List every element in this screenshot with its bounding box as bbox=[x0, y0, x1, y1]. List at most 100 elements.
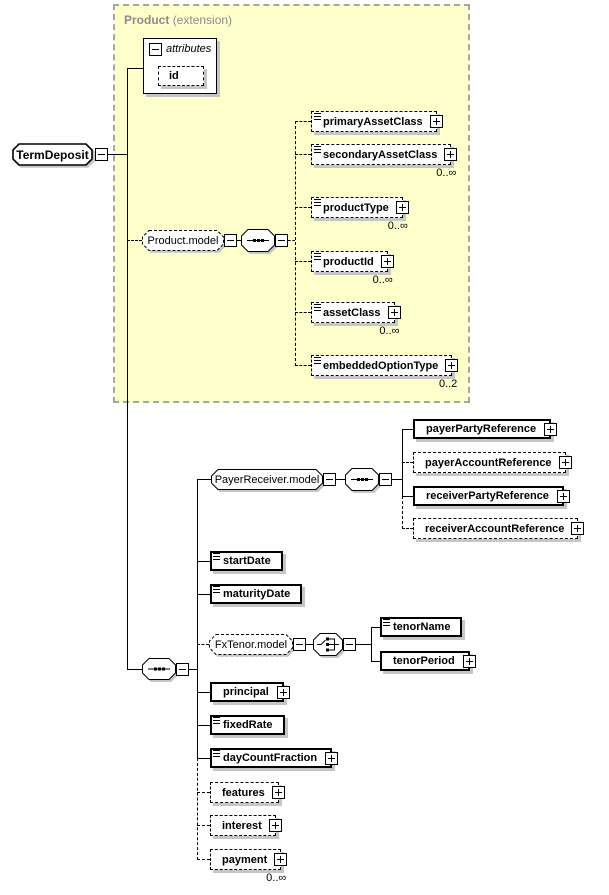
element-label: payment bbox=[222, 853, 268, 866]
annotation-icon bbox=[314, 253, 321, 260]
element-primaryassetclass[interactable]: primaryAssetClass bbox=[311, 111, 443, 132]
expand-icon[interactable] bbox=[325, 751, 339, 765]
attributes-panel: attributes id bbox=[143, 38, 217, 94]
sequence-icon bbox=[142, 658, 176, 680]
connector bbox=[295, 365, 311, 366]
expand-icon[interactable] bbox=[462, 654, 476, 668]
expand-icon[interactable] bbox=[556, 489, 570, 503]
connector bbox=[295, 121, 296, 366]
element-features[interactable]: features bbox=[210, 782, 285, 803]
expand-icon[interactable] bbox=[387, 306, 401, 319]
expand-icon[interactable] bbox=[429, 115, 443, 128]
element-producttype[interactable]: productType 0..∞ bbox=[311, 197, 409, 232]
element-payeraccountreference[interactable]: payerAccountReference bbox=[413, 452, 572, 473]
element-label: startDate bbox=[223, 555, 271, 567]
occurrence-label: 0..∞ bbox=[266, 872, 287, 884]
connector bbox=[197, 859, 210, 860]
element-embeddedoptiontype[interactable]: embeddedOptionType 0..2 bbox=[311, 355, 459, 390]
expand-icon[interactable] bbox=[268, 819, 282, 832]
connector bbox=[127, 669, 142, 670]
connector bbox=[402, 496, 403, 529]
element-shape bbox=[12, 143, 93, 166]
element-label: payerPartyReference bbox=[426, 423, 537, 435]
sequence-compositor[interactable] bbox=[241, 229, 275, 252]
element-assetclass[interactable]: assetClass 0..∞ bbox=[311, 302, 401, 337]
element-label: maturityDate bbox=[223, 588, 291, 600]
expand-icon[interactable] bbox=[380, 255, 394, 268]
connector bbox=[306, 644, 313, 645]
element-maturitydate[interactable]: maturityDate bbox=[210, 584, 303, 604]
annotation-icon bbox=[314, 304, 321, 311]
element-label: secondaryAssetClass bbox=[323, 148, 438, 161]
expand-icon[interactable] bbox=[571, 522, 585, 535]
expand-icon[interactable] bbox=[395, 201, 409, 214]
element-secondaryassetclass[interactable]: secondaryAssetClass 0..∞ bbox=[311, 144, 458, 179]
group-shape bbox=[142, 230, 224, 251]
element-label: productType bbox=[323, 201, 389, 214]
element-tenorperiod[interactable]: tenorPeriod bbox=[380, 651, 476, 671]
connector bbox=[295, 312, 311, 313]
expand-icon[interactable] bbox=[544, 422, 558, 436]
annotation-icon bbox=[314, 146, 321, 153]
collapse-icon[interactable] bbox=[149, 43, 162, 56]
collapse-icon[interactable] bbox=[293, 638, 306, 651]
collapse-icon[interactable] bbox=[176, 663, 189, 676]
element-label: receiverAccountReference bbox=[425, 522, 565, 535]
expand-icon[interactable] bbox=[444, 148, 458, 161]
expand-icon[interactable] bbox=[445, 359, 459, 372]
connector bbox=[371, 627, 372, 661]
attribute-id[interactable]: id bbox=[158, 66, 204, 86]
annotation-icon bbox=[213, 586, 220, 593]
sequence-icon bbox=[241, 229, 275, 252]
occurrence-label: 0..∞ bbox=[379, 325, 400, 337]
group-label: Product.model bbox=[147, 234, 219, 247]
element-interest[interactable]: interest bbox=[210, 815, 282, 836]
collapse-icon[interactable] bbox=[343, 638, 356, 651]
group-shape bbox=[211, 469, 323, 490]
element-tenorname[interactable]: tenorName bbox=[380, 617, 463, 637]
expand-icon[interactable] bbox=[558, 456, 572, 469]
element-label: embeddedOptionType bbox=[323, 359, 439, 372]
annotation-icon bbox=[213, 553, 220, 560]
connector bbox=[295, 121, 311, 122]
connector bbox=[197, 825, 210, 826]
collapse-icon[interactable] bbox=[95, 148, 108, 161]
connector bbox=[197, 758, 198, 860]
element-label: tenorName bbox=[393, 621, 451, 633]
occurrence-label: 0..∞ bbox=[436, 167, 457, 179]
element-payerpartyreference[interactable]: payerPartyReference bbox=[413, 419, 558, 439]
element-principal[interactable]: principal bbox=[210, 682, 290, 702]
expand-icon[interactable] bbox=[274, 853, 288, 866]
element-startdate[interactable]: startDate bbox=[210, 551, 283, 571]
element-daycountfraction[interactable]: dayCountFraction bbox=[210, 748, 339, 768]
collapse-icon[interactable] bbox=[323, 473, 336, 486]
element-productid[interactable]: productId 0..∞ bbox=[311, 251, 394, 286]
extension-region-label: Product (extension) bbox=[124, 13, 232, 27]
connector bbox=[197, 792, 210, 793]
element-receiverpartyreference[interactable]: receiverPartyReference bbox=[413, 486, 570, 506]
element-termdeposit[interactable]: TermDeposit bbox=[12, 143, 93, 166]
sequence-compositor[interactable] bbox=[345, 468, 379, 491]
group-fxtenor-model[interactable]: FxTenor.model bbox=[209, 634, 293, 655]
connector bbox=[402, 462, 413, 463]
annotation-icon bbox=[314, 357, 321, 364]
expand-icon[interactable] bbox=[276, 685, 290, 699]
element-payment[interactable]: payment 0..∞ bbox=[210, 849, 288, 884]
connector bbox=[127, 68, 128, 670]
element-fixedrate[interactable]: fixedRate bbox=[210, 715, 285, 735]
collapse-icon[interactable] bbox=[275, 234, 288, 247]
choice-compositor[interactable] bbox=[313, 633, 343, 656]
group-product-model[interactable]: Product.model bbox=[142, 230, 224, 251]
element-receiveraccountreference[interactable]: receiverAccountReference bbox=[413, 518, 585, 539]
group-shape bbox=[209, 634, 293, 655]
sequence-compositor[interactable] bbox=[142, 658, 176, 680]
connector bbox=[237, 240, 241, 241]
group-payerreceiver-model[interactable]: PayerReceiver.model bbox=[211, 469, 323, 490]
element-label: features bbox=[222, 786, 265, 799]
collapse-icon[interactable] bbox=[379, 473, 392, 486]
expand-icon[interactable] bbox=[271, 786, 285, 799]
connector bbox=[197, 644, 209, 645]
connector bbox=[295, 261, 311, 262]
collapse-icon[interactable] bbox=[224, 234, 237, 247]
